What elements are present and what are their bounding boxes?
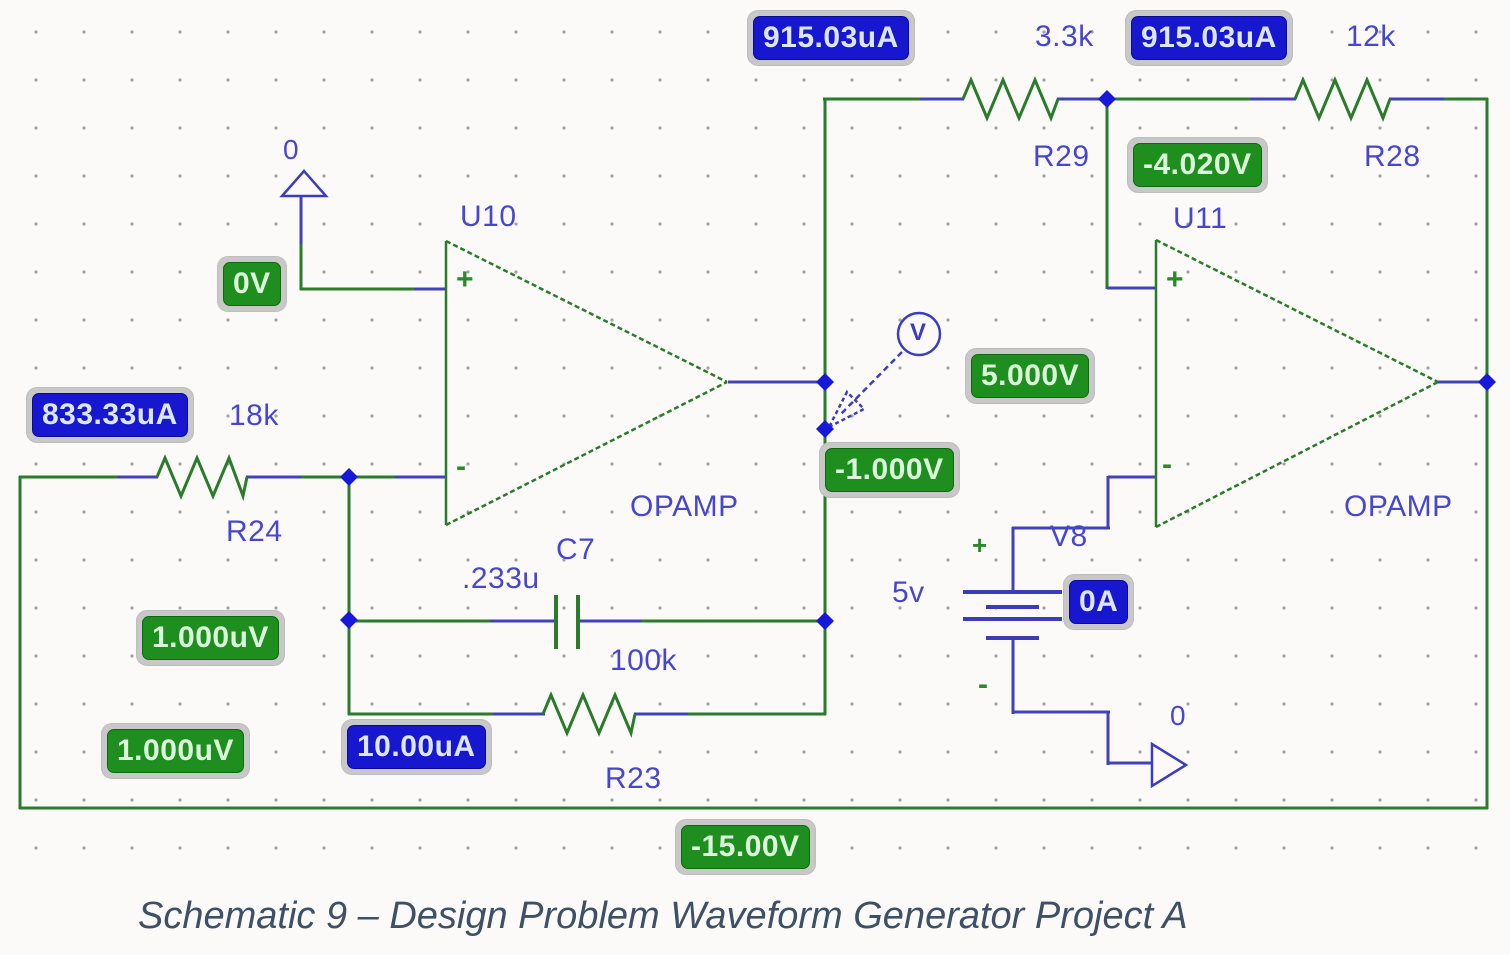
figure-caption: Schematic 9 – Design Problem Waveform Ge…: [138, 895, 1188, 937]
u10-plus-sign: +: [456, 263, 474, 296]
current-value: 0A: [1069, 580, 1129, 624]
ground-icon: [279, 169, 329, 198]
current-readout-badge: 915.03uA: [1126, 11, 1292, 65]
probe-v-label: V: [910, 319, 927, 346]
label-u10-type: OPAMP: [630, 490, 739, 523]
wire-group-blue: [117, 97, 1483, 765]
label-r29-value: 3.3k: [1035, 20, 1094, 53]
resistors: [155, 76, 1392, 739]
label-r23-ref: R23: [605, 762, 662, 795]
label-v8-value: 5v: [892, 576, 925, 609]
label-ground-0-bottom: 0: [1170, 700, 1187, 731]
current-readout-badge: 833.33uA: [27, 388, 193, 442]
resistor-r24-zigzag: [155, 453, 249, 502]
capacitor-c7-plates: [554, 595, 580, 649]
opamp-u10-symbol: [444, 239, 728, 527]
voltage-readout-badge: -1.000V: [820, 443, 959, 497]
resistor-r29-zigzag: [961, 76, 1060, 123]
voltage-readout-badge: -15.00V: [676, 820, 815, 874]
junction-dot: [816, 420, 834, 438]
label-v8-ref: V8: [1050, 520, 1088, 553]
label-r29-ref: R29: [1033, 140, 1090, 173]
u10-minus-sign: -: [456, 450, 466, 483]
label-u11-ref: U11: [1173, 202, 1228, 235]
resistor-r23-zigzag: [541, 691, 637, 739]
label-u11-type: OPAMP: [1344, 490, 1453, 523]
label-u10-ref: U10: [460, 200, 517, 233]
current-value: 915.03uA: [753, 16, 909, 60]
current-readout-badge: 915.03uA: [748, 11, 914, 65]
label-c7-ref: C7: [556, 533, 596, 566]
voltage-value: 5.000V: [971, 354, 1090, 398]
current-value: 833.33uA: [32, 393, 188, 437]
junction-dot: [1098, 90, 1116, 108]
u11-minus-sign: -: [1162, 448, 1172, 481]
label-r28-ref: R28: [1364, 140, 1421, 173]
current-value: 915.03uA: [1131, 16, 1287, 60]
voltage-readout-badge: -4.020V: [1128, 138, 1267, 192]
probe-arrow-shaft: [839, 351, 903, 416]
wire-group-green: [18, 97, 1489, 810]
junction-dot: [1478, 373, 1496, 391]
voltage-value: -15.00V: [681, 825, 810, 869]
voltage-value: -1.000V: [825, 448, 954, 492]
current-readout-badge: 10.00uA: [342, 720, 491, 774]
junction-dot: [816, 373, 834, 391]
u11-plus-sign: +: [1166, 263, 1184, 296]
resistor-r28-zigzag: [1293, 76, 1392, 123]
opamp-edge: [445, 239, 728, 384]
opamp-edge: [445, 380, 728, 527]
junction-dot: [340, 611, 358, 629]
voltage-probe-icon: [896, 311, 942, 357]
voltage-readout-badge: 1.000uV: [137, 611, 284, 665]
voltage-value: 1.000uV: [142, 616, 279, 660]
label-c7-value: .233u: [462, 562, 540, 595]
ground-icon: [1150, 741, 1189, 789]
label-r23-value: 100k: [610, 644, 678, 677]
battery-v8-plates: [963, 590, 1062, 640]
label-r28-value: 12k: [1346, 20, 1396, 53]
voltage-value: 1.000uV: [107, 729, 244, 773]
opamp-edge: [1155, 238, 1439, 384]
probe-arrowhead-icon: [826, 389, 867, 430]
junction-dots: [340, 90, 1496, 630]
voltage-readout-badge: 0V: [218, 257, 286, 311]
voltage-value: -4.020V: [1133, 143, 1262, 187]
label-r24-ref: R24: [226, 515, 283, 548]
v8-minus-sign: -: [978, 668, 988, 701]
current-value: 10.00uA: [347, 725, 486, 769]
opamp-u11-symbol: [1154, 238, 1439, 529]
voltage-readout-badge: 1.000uV: [102, 724, 249, 778]
v8-plus-sign: +: [972, 530, 988, 560]
opamp-edge: [1155, 380, 1439, 529]
junction-dot: [816, 612, 834, 630]
voltage-value: 0V: [223, 262, 281, 306]
voltage-readout-badge: 5.000V: [966, 349, 1095, 403]
junction-dot: [340, 468, 358, 486]
label-r24-value: 18k: [229, 399, 279, 432]
label-ground-0-top: 0: [283, 134, 300, 165]
current-readout-badge: 0A: [1064, 575, 1134, 629]
